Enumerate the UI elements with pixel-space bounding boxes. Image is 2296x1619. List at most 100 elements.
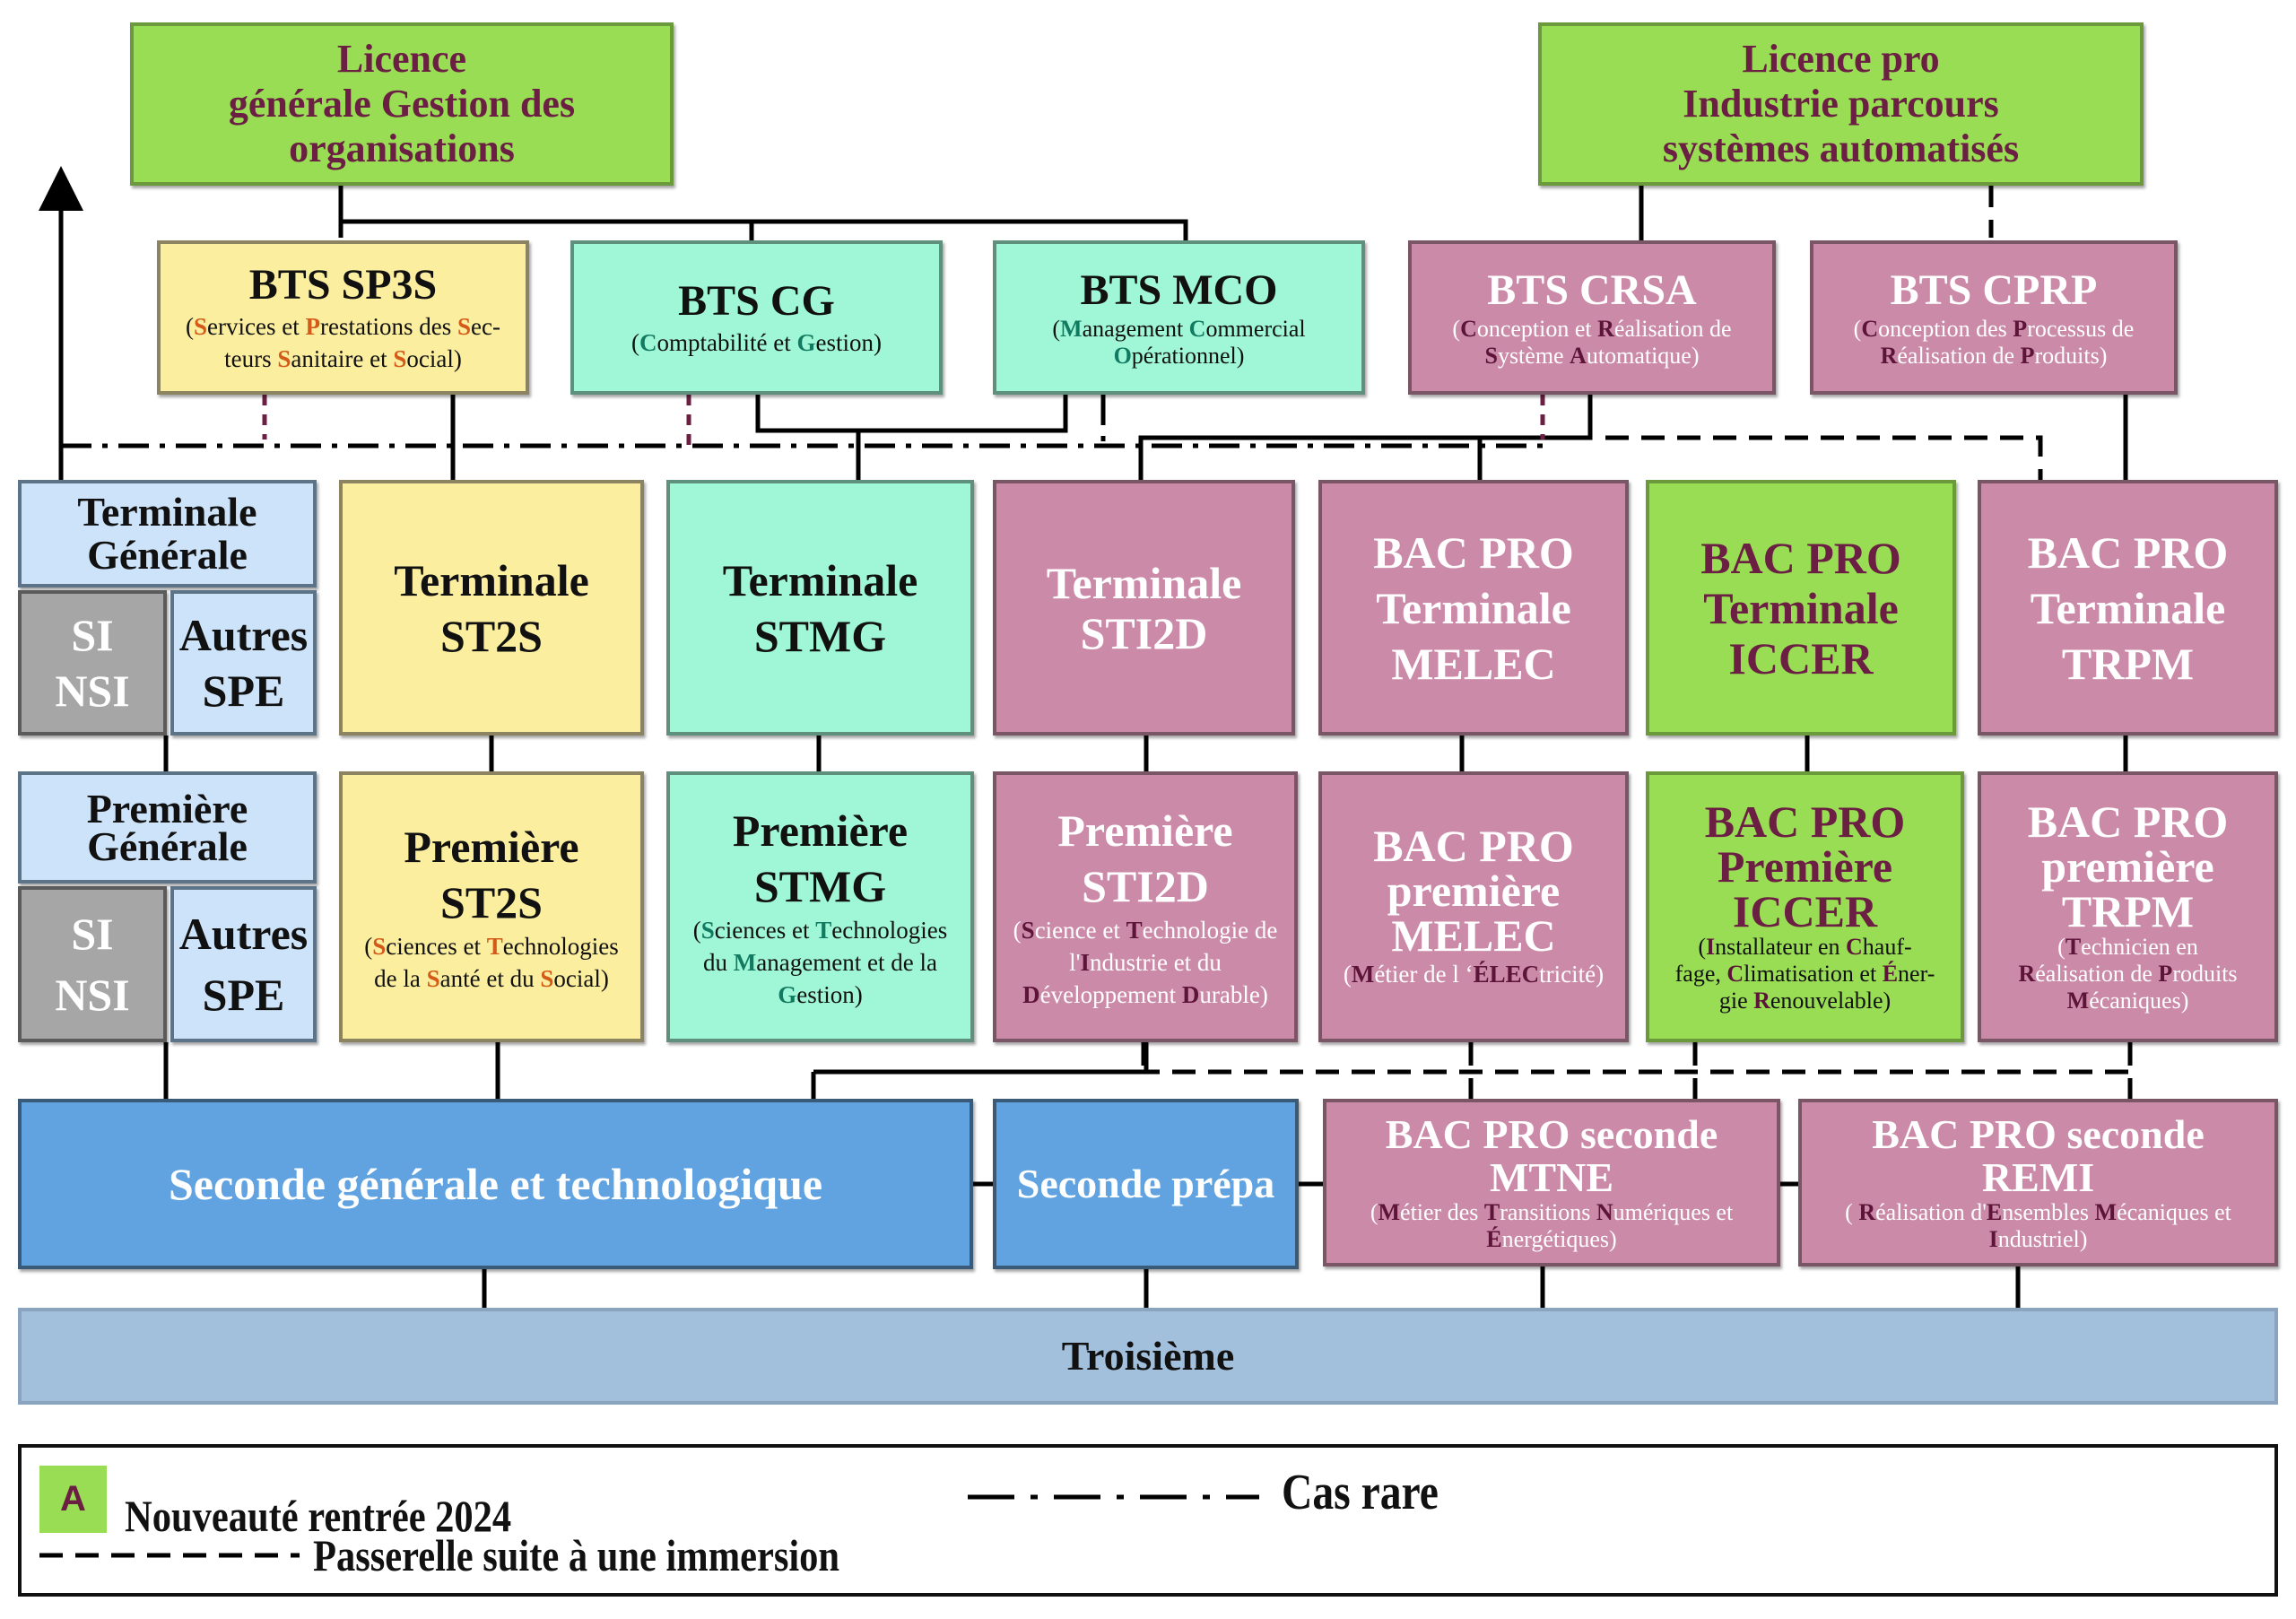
seconde-prepa-box: Seconde prépa xyxy=(993,1099,1299,1269)
premiere-stmg-line2: STMG xyxy=(753,861,887,911)
terminale-stmg-line2: STMG xyxy=(753,610,887,661)
terminale-autres-spe-box: Autres SPE xyxy=(170,590,317,736)
premiere-si-label: SI xyxy=(71,909,114,959)
premiere-autres-label: Autres xyxy=(178,909,309,959)
terminale-nsi-label: NSI xyxy=(55,666,130,716)
bts-sp3s-subtitle: (Services et Prestations des Sec-teurs S… xyxy=(186,313,500,372)
bacpro-premiere-melec-line3: MELEC xyxy=(1391,910,1556,961)
bacpro-premiere-iccer-box: BAC PRO Première ICCER (Installateur en … xyxy=(1646,771,1964,1042)
bacpro-terminale-melec-line3: MELEC xyxy=(1391,638,1556,689)
legend-new-label: Nouveauté rentrée 2024 xyxy=(125,1491,512,1541)
bacpro-terminale-trpm-box: BAC PRO Terminale TRPM xyxy=(1978,480,2278,736)
bacpro-premiere-melec-box: BAC PRO première MELEC (Métier de l ‘ÉLE… xyxy=(1318,771,1629,1042)
premiere-stmg-line1: Première xyxy=(732,805,909,856)
seconde-gt-label: Seconde générale et technologique xyxy=(168,1159,823,1209)
bts-crsa-title: BTS CRSA xyxy=(1487,266,1697,314)
bacpro-seconde-mtne-box: BAC PRO seconde MTNE (Métier des Transit… xyxy=(1323,1099,1780,1266)
bacpro-premiere-iccer-subtitle: (Installateur en Chauf-fage, Climatisati… xyxy=(1674,934,1935,1014)
licence-generale-box: Licence générale Gestion des organisatio… xyxy=(130,22,674,186)
premiere-sti2d-line2: STI2D xyxy=(1082,861,1209,911)
licence-pro-line3: systèmes automatisés xyxy=(1662,126,2020,170)
bts-sp3s-title: BTS SP3S xyxy=(248,261,438,309)
bts-cg-subtitle: (Comptabilité et Gestion) xyxy=(631,329,882,356)
bacpro-premiere-melec-line1: BAC PRO xyxy=(1373,821,1574,871)
troisieme-label: Troisième xyxy=(1061,1333,1235,1379)
bacpro-terminale-melec-line1: BAC PRO xyxy=(1373,527,1574,578)
bts-cprp-title: BTS CPRP xyxy=(1890,266,2098,314)
licence-generale-line1: Licence xyxy=(336,37,467,81)
bacpro-premiere-trpm-line1: BAC PRO xyxy=(2027,796,2229,847)
premiere-generale-box: Première Générale xyxy=(18,771,317,883)
premiere-spe-label: SPE xyxy=(202,970,285,1020)
terminale-st2s-box: Terminale ST2S xyxy=(339,480,644,736)
legend: A Nouveauté rentrée 2024 Passerelle suit… xyxy=(18,1444,2278,1597)
bacpro-premiere-melec-subtitle: (Métier de l ‘ÉLECtricité) xyxy=(1343,961,1605,988)
bacpro-premiere-melec-line2: première xyxy=(1387,866,1561,916)
bts-sp3s-box: BTS SP3S (Services et Prestations des Se… xyxy=(157,240,529,395)
bacpro-terminale-trpm-line1: BAC PRO xyxy=(2027,527,2229,578)
premiere-nsi-label: NSI xyxy=(55,970,130,1020)
bacpro-seconde-remi-line1: BAC PRO seconde xyxy=(1872,1110,2205,1157)
bts-cg-title: BTS CG xyxy=(678,277,835,325)
bacpro-terminale-melec-box: BAC PRO Terminale MELEC xyxy=(1318,480,1629,736)
bacpro-seconde-remi-box: BAC PRO seconde REMI ( Réalisation d'Ens… xyxy=(1798,1099,2278,1266)
bacpro-premiere-iccer-line3: ICCER xyxy=(1732,886,1878,936)
premiere-generale-line1: Première xyxy=(86,785,248,831)
premiere-sti2d-box: Première STI2D (Science et Technologie d… xyxy=(993,771,1298,1042)
seconde-gt-box: Seconde générale et technologique xyxy=(18,1099,973,1269)
legend-new-badge: A xyxy=(39,1466,107,1533)
terminale-st2s-line2: ST2S xyxy=(440,610,543,661)
legend-passerelle-label: Passerelle suite à une immersion xyxy=(313,1530,840,1580)
terminale-st2s-line1: Terminale xyxy=(394,554,589,605)
premiere-generale-line2: Générale xyxy=(87,823,248,869)
bacpro-premiere-iccer-line2: Première xyxy=(1717,841,1893,892)
terminale-autres-label: Autres xyxy=(178,610,309,660)
bacpro-premiere-iccer-line1: BAC PRO xyxy=(1704,796,1906,847)
bacpro-seconde-mtne-line2: MTNE xyxy=(1490,1153,1613,1200)
licence-generale-line2: générale Gestion des xyxy=(228,82,576,126)
licence-pro-box: Licence pro Industrie parcours systèmes … xyxy=(1538,22,2144,186)
bts-cg-box: BTS CG (Comptabilité et Gestion) xyxy=(570,240,943,395)
terminale-generale-box: Terminale Générale xyxy=(18,480,317,588)
licence-pro-line1: Licence pro xyxy=(1742,37,1940,81)
terminale-si-nsi-box: SI NSI xyxy=(18,590,167,736)
seconde-prepa-label: Seconde prépa xyxy=(1016,1161,1275,1206)
bacpro-terminale-trpm-line3: TRPM xyxy=(2061,638,2195,689)
bacpro-terminale-trpm-line2: Terminale xyxy=(2030,582,2226,633)
premiere-sti2d-line1: Première xyxy=(1057,805,1233,856)
bacpro-seconde-remi-line2: REMI xyxy=(1981,1153,2095,1200)
licence-pro-line2: Industrie parcours xyxy=(1683,82,1999,126)
terminale-sti2d-line1: Terminale xyxy=(1046,557,1242,608)
bacpro-terminale-melec-line2: Terminale xyxy=(1376,582,1571,633)
legend-rare-label: Cas rare xyxy=(1282,1465,1439,1520)
bacpro-terminale-iccer-box: BAC PRO Terminale ICCER xyxy=(1646,480,1956,736)
premiere-st2s-line1: Première xyxy=(404,822,579,872)
terminale-stmg-box: Terminale STMG xyxy=(666,480,974,736)
terminale-sti2d-line2: STI2D xyxy=(1080,607,1208,658)
terminale-sti2d-box: Terminale STI2D xyxy=(993,480,1295,736)
licence-generale-line3: organisations xyxy=(289,126,515,170)
bacpro-premiere-trpm-line3: TRPM xyxy=(2061,886,2195,936)
terminale-stmg-line1: Terminale xyxy=(722,554,918,605)
legend-dashed-line-icon xyxy=(39,1553,300,1558)
bacpro-terminale-iccer-line1: BAC PRO xyxy=(1700,532,1901,583)
premiere-st2s-line2: ST2S xyxy=(440,877,543,927)
terminale-si-label: SI xyxy=(71,610,114,660)
bacpro-terminale-iccer-line3: ICCER xyxy=(1728,632,1874,683)
terminale-spe-label: SPE xyxy=(202,666,285,716)
bacpro-terminale-iccer-line2: Terminale xyxy=(1703,582,1899,633)
